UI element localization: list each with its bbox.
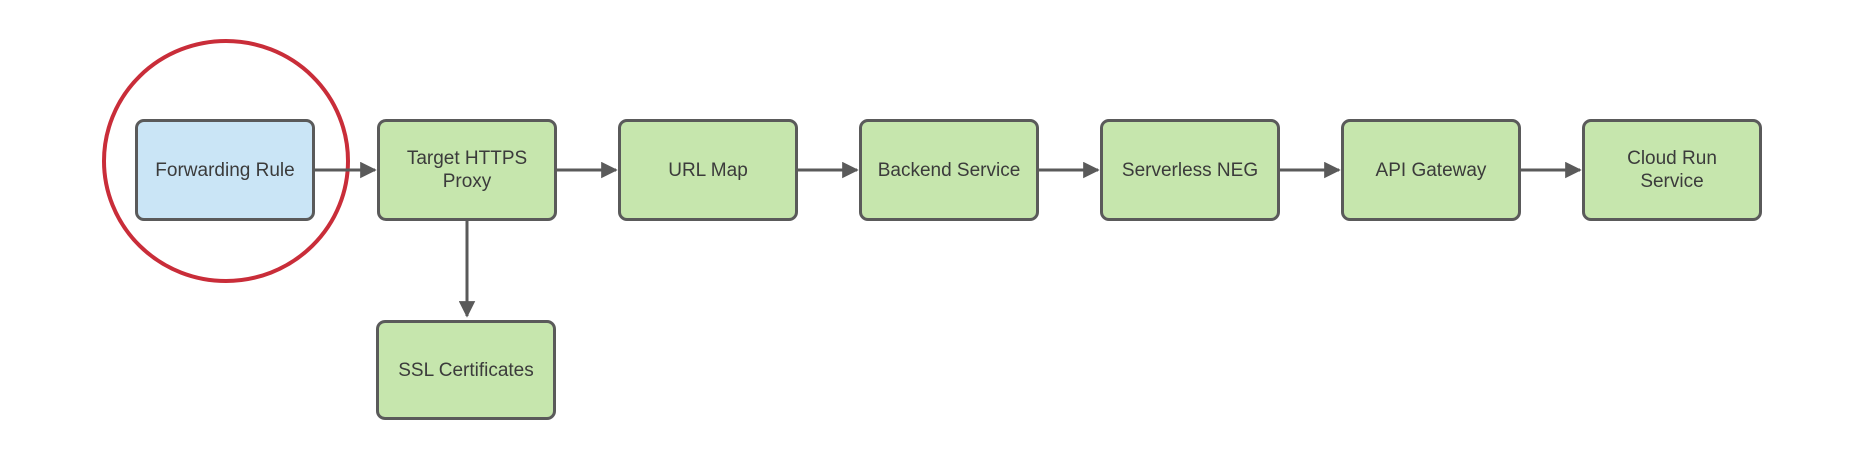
node-cloud-run-service-label: Cloud Run Service [1627, 148, 1717, 192]
node-url-map: URL Map [618, 119, 798, 221]
node-target-https-proxy-label: Target HTTPS Proxy [406, 148, 528, 192]
node-url-map-label: URL Map [668, 159, 748, 181]
node-ssl-certificates-label: SSL Certificates [398, 359, 534, 381]
node-ssl-certificates: SSL Certificates [376, 320, 556, 420]
node-forwarding-rule-label: Forwarding Rule [155, 159, 295, 181]
node-serverless-neg: Serverless NEG [1100, 119, 1280, 221]
node-api-gateway: API Gateway [1341, 119, 1521, 221]
node-backend-service: Backend Service [859, 119, 1039, 221]
node-cloud-run-service: Cloud Run Service [1582, 119, 1762, 221]
node-api-gateway-label: API Gateway [1375, 159, 1487, 181]
node-forwarding-rule: Forwarding Rule [135, 119, 315, 221]
node-target-https-proxy: Target HTTPS Proxy [377, 119, 557, 221]
node-backend-service-label: Backend Service [877, 159, 1021, 181]
node-serverless-neg-label: Serverless NEG [1121, 159, 1259, 181]
